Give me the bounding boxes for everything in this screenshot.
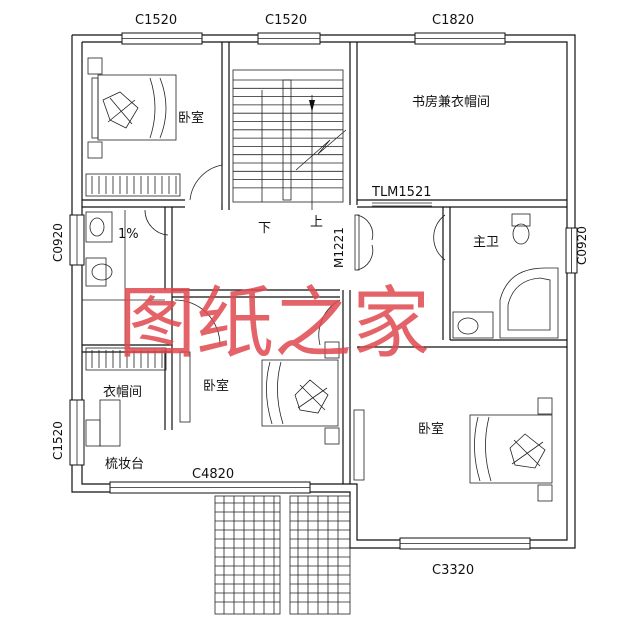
bed-right — [469, 397, 553, 502]
room-label-master-bath: 主卫 — [473, 235, 499, 250]
stair-up-label: 上 — [310, 215, 323, 230]
room-label-bedroom-right: 卧室 — [418, 421, 444, 437]
staircase — [232, 69, 347, 210]
room-label-bedroom-middle: 卧室 — [203, 378, 229, 394]
bed-top-left — [87, 57, 177, 159]
door-label-m1221: M1221 — [332, 227, 346, 268]
room-label-bedroom-top-left: 卧室 — [178, 110, 204, 126]
window-label-bottom-left: C4820 — [192, 467, 234, 482]
window-openings — [69, 32, 578, 550]
stair-down-label: 下 — [258, 221, 271, 236]
balcony-roof-tiles — [214, 495, 351, 615]
bath-fixtures-left — [82, 210, 165, 345]
window-label-bottom-right: C3320 — [432, 563, 474, 578]
wardrobe-top-left — [85, 173, 181, 197]
bath-fixtures-master — [452, 213, 559, 339]
room-label-dresser: 梳妆台 — [105, 457, 144, 472]
watermark: 图纸之家 — [118, 279, 430, 369]
wardrobe-closet — [85, 347, 167, 371]
door-label-sliding: TLM1521 — [371, 185, 431, 200]
dresser — [85, 399, 121, 447]
window-label-top-mid: C1520 — [265, 13, 307, 28]
window-label-left-upper: C0920 — [51, 223, 65, 262]
window-label-top-left: C1520 — [135, 13, 177, 28]
room-label-study: 书房兼衣帽间 — [412, 94, 490, 110]
doors — [144, 164, 446, 481]
bed-middle — [261, 341, 340, 445]
slope-label: 1% — [118, 227, 139, 242]
window-label-right: C0920 — [575, 226, 589, 265]
interior-walls — [82, 42, 567, 484]
window-label-left-lower: C1520 — [51, 421, 65, 460]
room-label-closet: 衣帽间 — [103, 384, 142, 400]
window-label-top-right: C1820 — [432, 13, 474, 28]
